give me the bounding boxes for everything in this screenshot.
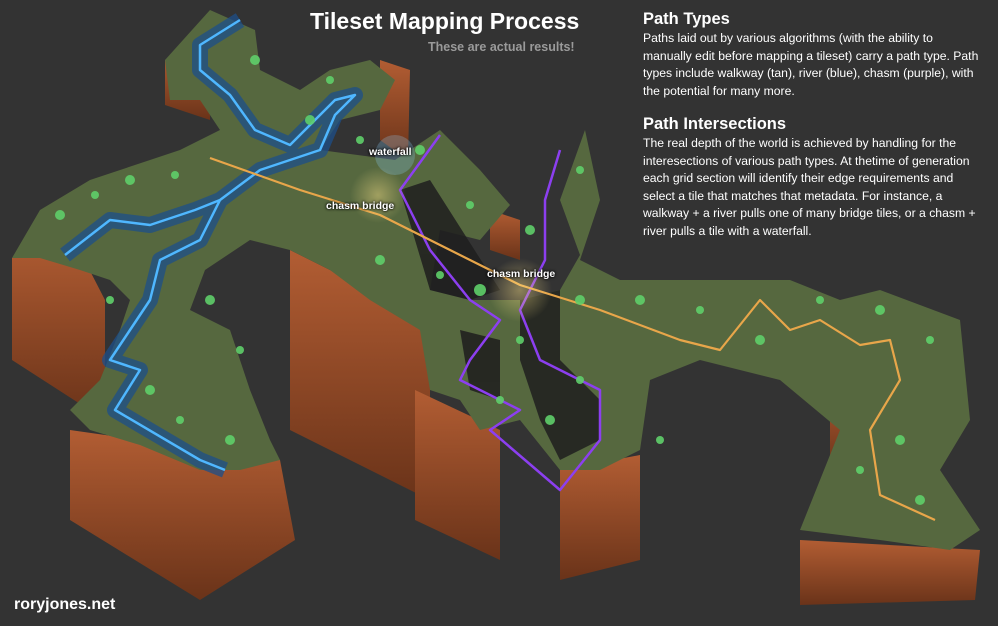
section-path-types: Path Types Paths laid out by various alg… bbox=[643, 10, 983, 100]
site-link[interactable]: roryjones.net bbox=[14, 596, 116, 613]
waterfall-label: waterfall bbox=[369, 146, 412, 158]
section-heading: Path Intersections bbox=[643, 115, 787, 133]
grass-plateaus bbox=[12, 10, 980, 550]
section-heading: Path Types bbox=[643, 10, 730, 28]
section-body: The real depth of the world is achieved … bbox=[643, 136, 976, 238]
chasm-bridge-label: chasm bridge bbox=[487, 268, 556, 280]
chasm-depths bbox=[400, 180, 600, 460]
page-subtitle: These are actual results! bbox=[428, 40, 575, 54]
walkway-path bbox=[209, 156, 936, 522]
section-body: Paths laid out by various algorithms (wi… bbox=[643, 31, 979, 98]
chasm-bridge-label: chasm bridge bbox=[326, 200, 395, 212]
section-path-intersections: Path Intersections The real depth of the… bbox=[643, 115, 983, 241]
intersection-highlights bbox=[350, 135, 552, 322]
river-path bbox=[60, 13, 363, 478]
page-title: Tileset Mapping Process bbox=[310, 8, 580, 34]
trees bbox=[55, 55, 934, 505]
